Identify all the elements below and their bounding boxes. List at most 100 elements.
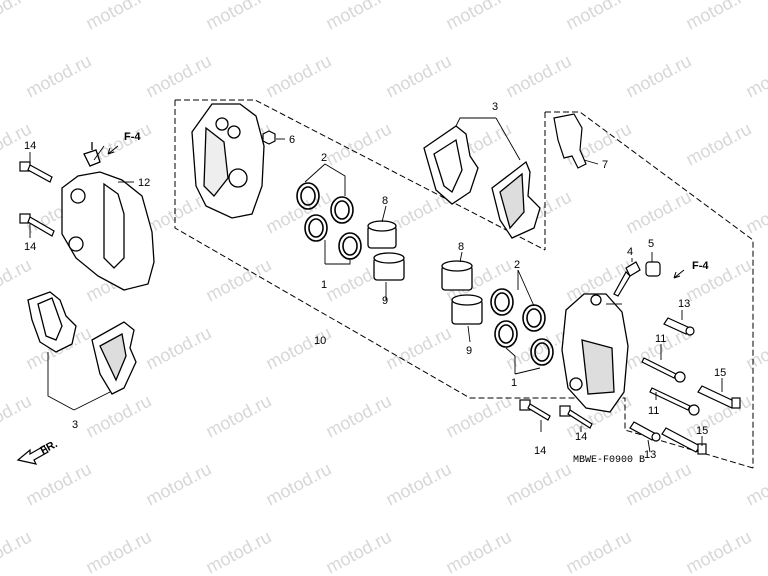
watermark-text: motod.ru	[202, 0, 274, 34]
fig-ref-arrow-upper	[107, 145, 119, 155]
bolt-15-a	[697, 385, 741, 409]
fig-ref-label: F-4	[692, 260, 709, 272]
watermark-text: motod.ru	[382, 459, 454, 510]
callout-8: 8	[458, 241, 464, 253]
diagram-code: MBWE-F0900 B	[573, 455, 645, 466]
watermark-text: motod.ru	[682, 0, 754, 34]
watermark-text: motod.ru	[562, 0, 634, 34]
bolt-13-b	[629, 421, 661, 442]
watermark-text: motod.ru	[682, 527, 754, 576]
watermark-text: motod.ru	[742, 187, 768, 238]
callout-7: 7	[602, 159, 608, 171]
callout-6: 6	[289, 134, 295, 146]
watermark-text: motod.ru	[202, 527, 274, 576]
callout-1: 1	[511, 377, 517, 389]
lower-caliper-half	[561, 293, 629, 413]
callout-15: 15	[714, 367, 726, 379]
upper-caliper-half	[191, 103, 265, 219]
callout-3: 3	[492, 101, 498, 113]
watermark-text: motod.ru	[262, 51, 334, 102]
watermark-text: motod.ru	[442, 0, 514, 34]
watermark-text: motod.ru	[742, 459, 768, 510]
pin-11-b	[649, 387, 700, 416]
callout-2: 2	[321, 152, 327, 164]
seal-rings-lower	[490, 288, 554, 366]
seal-rings-upper	[296, 182, 362, 260]
callout-5: 5	[648, 238, 654, 250]
watermark-text: motod.ru	[82, 0, 154, 34]
callout-15: 15	[696, 425, 708, 437]
left-bolt-lower	[19, 213, 55, 237]
watermark-text: motod.ru	[742, 51, 768, 102]
watermark-text: motod.ru	[622, 51, 694, 102]
watermark-text: motod.ru	[22, 459, 94, 510]
watermark-text: motod.ru	[622, 187, 694, 238]
callout-14: 14	[24, 241, 36, 253]
watermark-text: motod.ru	[0, 0, 35, 34]
watermark-text: motod.ru	[382, 323, 454, 374]
watermark-text: motod.ru	[262, 187, 334, 238]
callout-11: 11	[648, 405, 659, 417]
watermark-text: motod.ru	[262, 459, 334, 510]
watermark-text: motod.ru	[202, 391, 274, 442]
pistons-lower	[441, 260, 483, 325]
watermark-text: motod.ru	[82, 527, 154, 576]
left-bolt-upper	[19, 161, 53, 183]
bolt-14-a	[519, 399, 551, 421]
nut-6	[262, 130, 276, 145]
watermark-text: motod.ru	[562, 527, 634, 576]
watermark-text: motod.ru	[142, 51, 214, 102]
watermark-text: motod.ru	[22, 51, 94, 102]
watermark-text: motod.ru	[142, 459, 214, 510]
pad-clip-7	[553, 113, 587, 169]
watermark-text: motod.ru	[82, 391, 154, 442]
watermark-text: motod.ru	[322, 527, 394, 576]
fig-ref-label: F-4	[124, 131, 141, 143]
callout-10: 10	[314, 335, 326, 347]
left-pad-set	[27, 291, 137, 395]
callout-14: 14	[575, 431, 587, 443]
callout-9: 9	[466, 345, 472, 357]
callout-labels: 14 14 12 3 6 2 1 8 9 10 3 7 8 9 2 1 4 5 …	[24, 101, 726, 461]
upper-pad-set	[423, 125, 541, 239]
watermark-text: motod.ru	[442, 527, 514, 576]
watermark-text: motod.ru	[322, 391, 394, 442]
callout-14: 14	[24, 140, 36, 152]
watermark-text: motod.ru	[262, 323, 334, 374]
watermark-text: motod.ru	[0, 527, 35, 576]
front-direction-label: FR.	[38, 438, 59, 457]
fig-ref-arrow-lower	[673, 269, 685, 279]
bolt-14-b	[559, 405, 593, 429]
watermark-text: motod.ru	[0, 391, 35, 442]
callout-4: 4	[627, 246, 633, 258]
watermark-text: motod.ru	[322, 0, 394, 34]
watermark-text: motod.ru	[622, 459, 694, 510]
bleeder-cap-5	[645, 261, 661, 277]
callout-9: 9	[382, 295, 388, 307]
callout-1: 1	[321, 279, 327, 291]
pistons-upper	[367, 220, 405, 281]
watermark-text: motod.ru	[682, 119, 754, 170]
callout-3: 3	[72, 419, 78, 431]
watermark-text: motod.ru	[322, 119, 394, 170]
watermark-text: motod.ru	[502, 51, 574, 102]
left-caliper	[61, 142, 155, 291]
callout-14: 14	[534, 445, 546, 457]
bleeder-4	[613, 261, 641, 297]
watermark-text: motod.ru	[142, 323, 214, 374]
callout-11: 11	[655, 333, 666, 345]
watermark-text: motod.ru	[502, 459, 574, 510]
callout-13: 13	[644, 449, 656, 461]
callout-2: 2	[514, 259, 520, 271]
bolt-13-a	[663, 317, 695, 336]
watermark-text: motod.ru	[742, 323, 768, 374]
watermark-text: motod.ru	[0, 255, 35, 306]
callout-8: 8	[382, 195, 388, 207]
front-direction-arrow	[16, 445, 49, 465]
leader-lines	[29, 117, 723, 453]
pin-11-a	[641, 357, 686, 383]
watermark-text: motod.ru	[202, 255, 274, 306]
